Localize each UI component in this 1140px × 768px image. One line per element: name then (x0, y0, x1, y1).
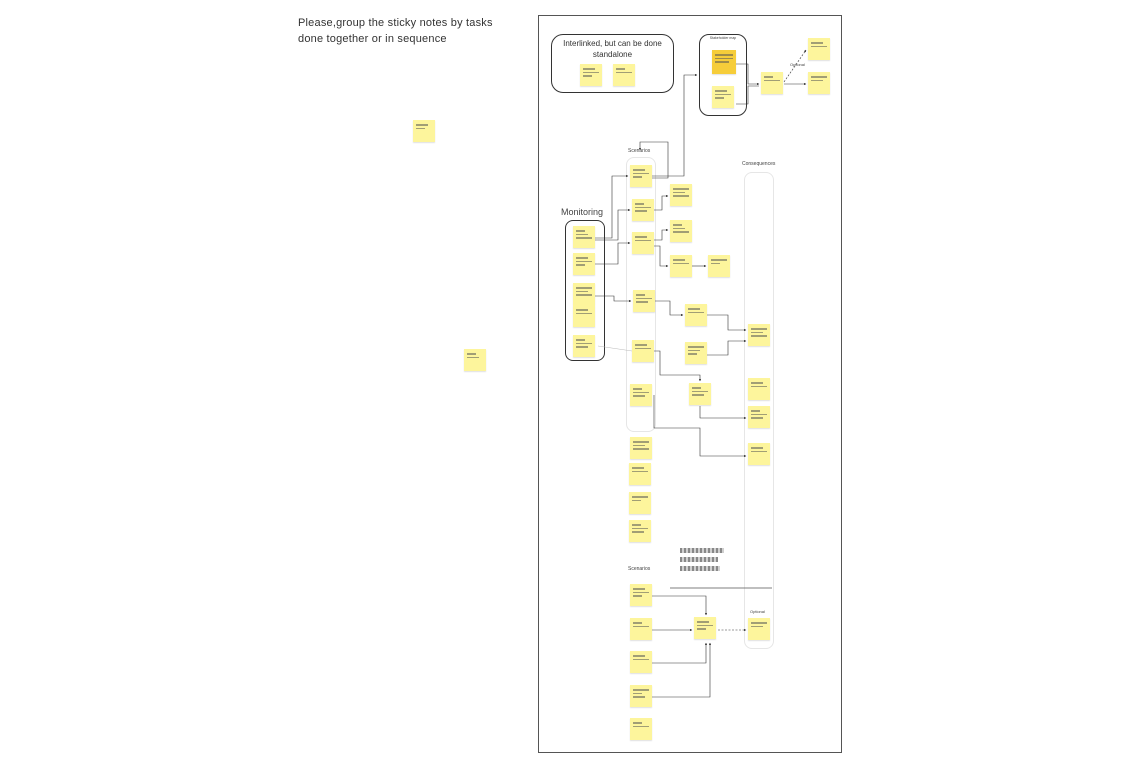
sticky-note[interactable] (573, 226, 595, 248)
monitoring-label: Monitoring (561, 207, 604, 217)
sticky-note[interactable] (573, 253, 595, 275)
stakeholder-label: Stakeholder map (709, 36, 737, 40)
sticky-note[interactable] (748, 618, 770, 640)
sticky-note[interactable] (630, 165, 652, 187)
sticky-note[interactable] (630, 718, 652, 740)
sticky-note[interactable] (580, 64, 602, 86)
sticky-note[interactable] (748, 406, 770, 428)
sticky-note[interactable] (689, 383, 711, 405)
sticky-note[interactable] (670, 255, 692, 277)
sticky-note[interactable] (748, 378, 770, 400)
sticky-note[interactable] (573, 305, 595, 327)
sticky-note[interactable] (685, 304, 707, 326)
sticky-note[interactable] (748, 324, 770, 346)
consequences-label: Consequences (742, 161, 776, 167)
sticky-note[interactable] (808, 72, 830, 94)
optional-label-bottom: Optional (750, 609, 765, 614)
optional-label-top: Optional (790, 62, 805, 67)
sticky-note[interactable] (573, 283, 595, 305)
sticky-note[interactable] (670, 220, 692, 242)
sticky-note[interactable] (808, 38, 830, 60)
sticky-note[interactable] (629, 520, 651, 542)
sticky-note-highlight[interactable] (712, 50, 736, 74)
sticky-note[interactable] (630, 437, 652, 459)
sticky-note[interactable] (632, 199, 654, 221)
redacted-note-text (680, 548, 726, 571)
sticky-note[interactable] (761, 72, 783, 94)
interlinked-group[interactable] (551, 34, 674, 93)
instruction-text: Please,group the sticky notes by tasks d… (298, 17, 493, 45)
sticky-note[interactable] (413, 120, 435, 142)
sticky-note[interactable] (630, 618, 652, 640)
sticky-note[interactable] (630, 685, 652, 707)
sticky-note[interactable] (632, 340, 654, 362)
sticky-note[interactable] (712, 86, 734, 108)
sticky-note[interactable] (630, 651, 652, 673)
sticky-note[interactable] (629, 463, 651, 485)
sticky-note[interactable] (633, 290, 655, 312)
sticky-note[interactable] (464, 349, 486, 371)
sticky-note[interactable] (685, 342, 707, 364)
scenarios-label: Scenarios (628, 148, 651, 154)
sticky-note[interactable] (694, 617, 716, 639)
sticky-note[interactable] (632, 232, 654, 254)
sticky-note[interactable] (629, 492, 651, 514)
monitoring-group[interactable] (565, 220, 605, 361)
scenarios-label-bottom: Scenarios (628, 566, 651, 572)
sticky-note[interactable] (708, 255, 730, 277)
interlinked-label: Interlinked, but can be done standalone (563, 39, 662, 59)
sticky-note[interactable] (670, 184, 692, 206)
sticky-note[interactable] (630, 384, 652, 406)
sticky-note[interactable] (748, 443, 770, 465)
sticky-note[interactable] (573, 335, 595, 357)
sticky-note[interactable] (613, 64, 635, 86)
sticky-note[interactable] (630, 584, 652, 606)
